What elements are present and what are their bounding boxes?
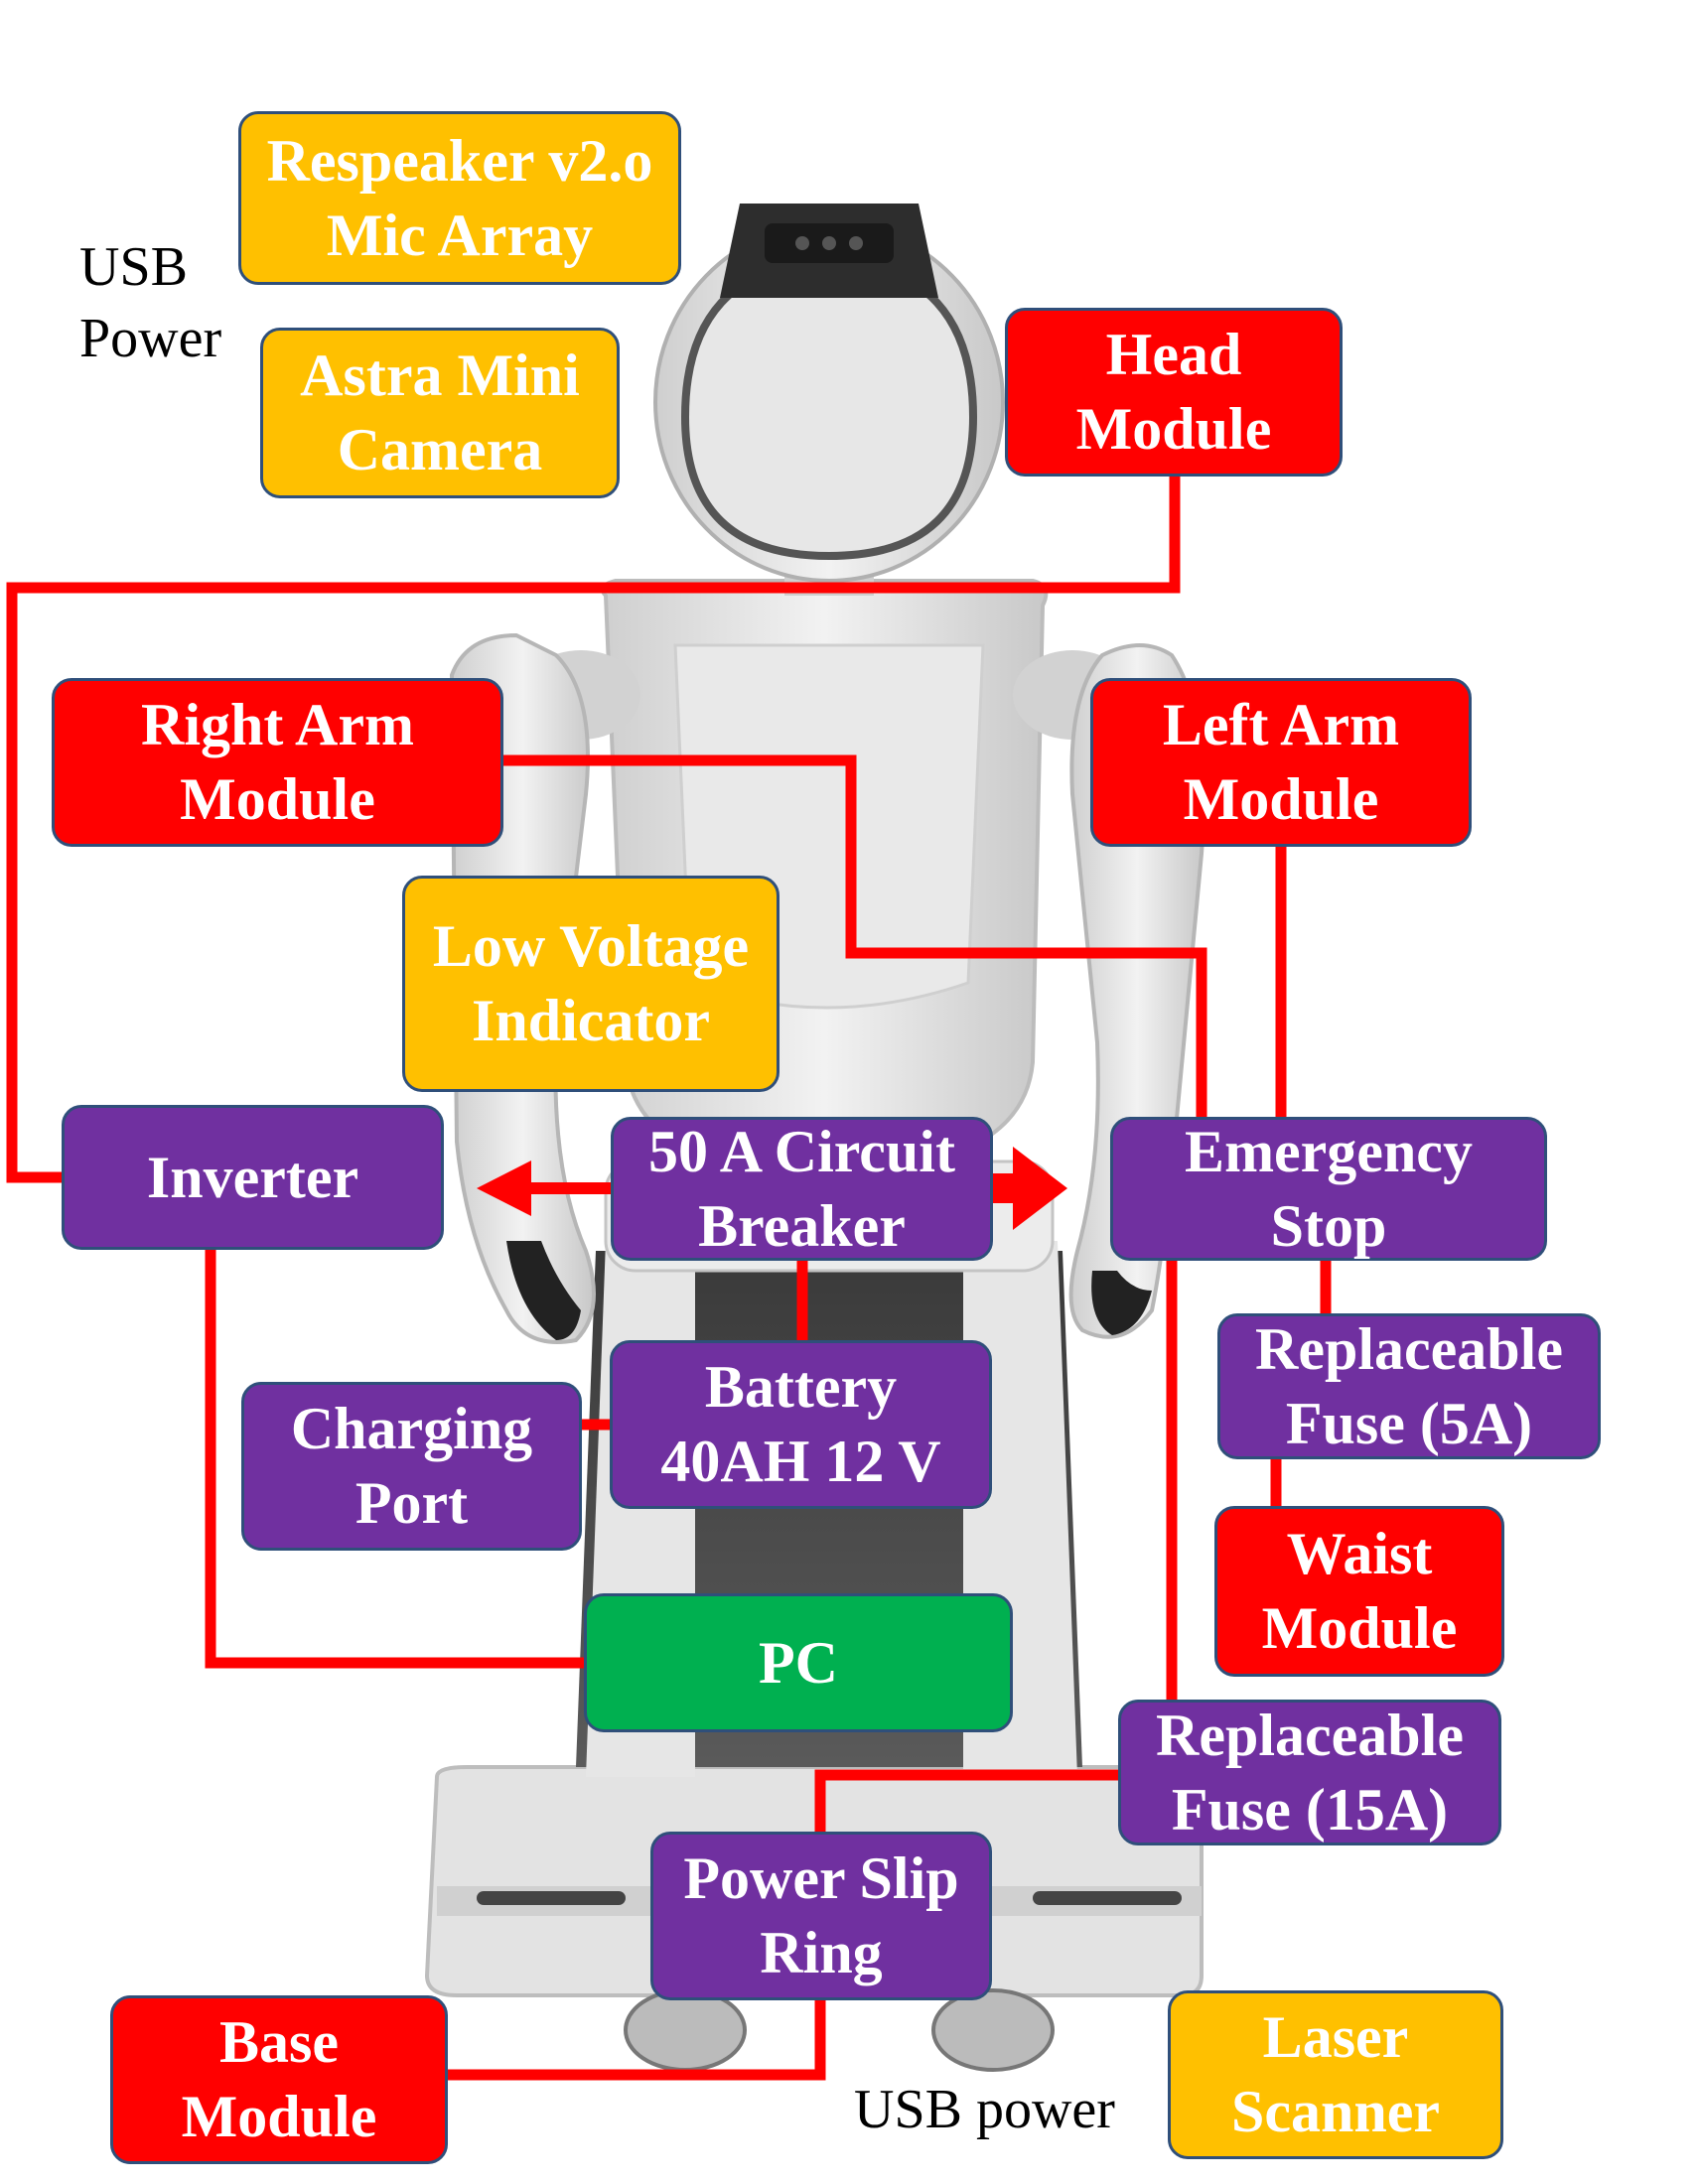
wire-head-to-inverter bbox=[6, 477, 1181, 1183]
wire-slip_ring-to-base bbox=[448, 2000, 826, 2081]
wire-inverter-to-pc bbox=[205, 1250, 584, 1669]
low-voltage-indicator-box: Low Voltage Indicator bbox=[402, 876, 780, 1092]
usb-power-label-bottom: USB power bbox=[854, 2079, 1115, 2140]
replaceable-fuse-5a-box: Replaceable Fuse (5A) bbox=[1217, 1313, 1601, 1459]
astra-mini-camera-box: Astra Mini Camera bbox=[260, 328, 620, 498]
battery-box: Battery 40AH 12 V bbox=[610, 1340, 992, 1509]
right-arm-module-box: Right Arm Module bbox=[52, 678, 503, 847]
left-arm-module-box: Left Arm Module bbox=[1090, 678, 1472, 847]
wire-fuse15-to-slip_ring bbox=[814, 1769, 1118, 1832]
charging-port-box: Charging Port bbox=[241, 1382, 582, 1551]
emergency-stop-box: Emergency Stop bbox=[1110, 1117, 1547, 1261]
arrowhead-inverter bbox=[477, 1160, 531, 1216]
wire-right_arm-to-estop bbox=[503, 754, 1207, 1117]
pc-box: PC bbox=[584, 1593, 1013, 1732]
head-module-box: Head Module bbox=[1005, 308, 1343, 477]
circuit-breaker-box: 50 A Circuit Breaker bbox=[611, 1117, 993, 1261]
power-slip-ring-box: Power Slip Ring bbox=[650, 1832, 992, 2000]
arrowhead-estop bbox=[1013, 1147, 1067, 1230]
base-module-box: Base Module bbox=[110, 1995, 448, 2164]
usb-power-label-top: USB Power bbox=[79, 236, 222, 369]
replaceable-fuse-15a-box: Replaceable Fuse (15A) bbox=[1118, 1700, 1501, 1845]
respeaker-mic-array-box: Respeaker v2.o Mic Array bbox=[238, 111, 681, 285]
waist-module-box: Waist Module bbox=[1214, 1506, 1504, 1677]
laser-scanner-box: Laser Scanner bbox=[1168, 1990, 1503, 2159]
inverter-box: Inverter bbox=[62, 1105, 444, 1250]
